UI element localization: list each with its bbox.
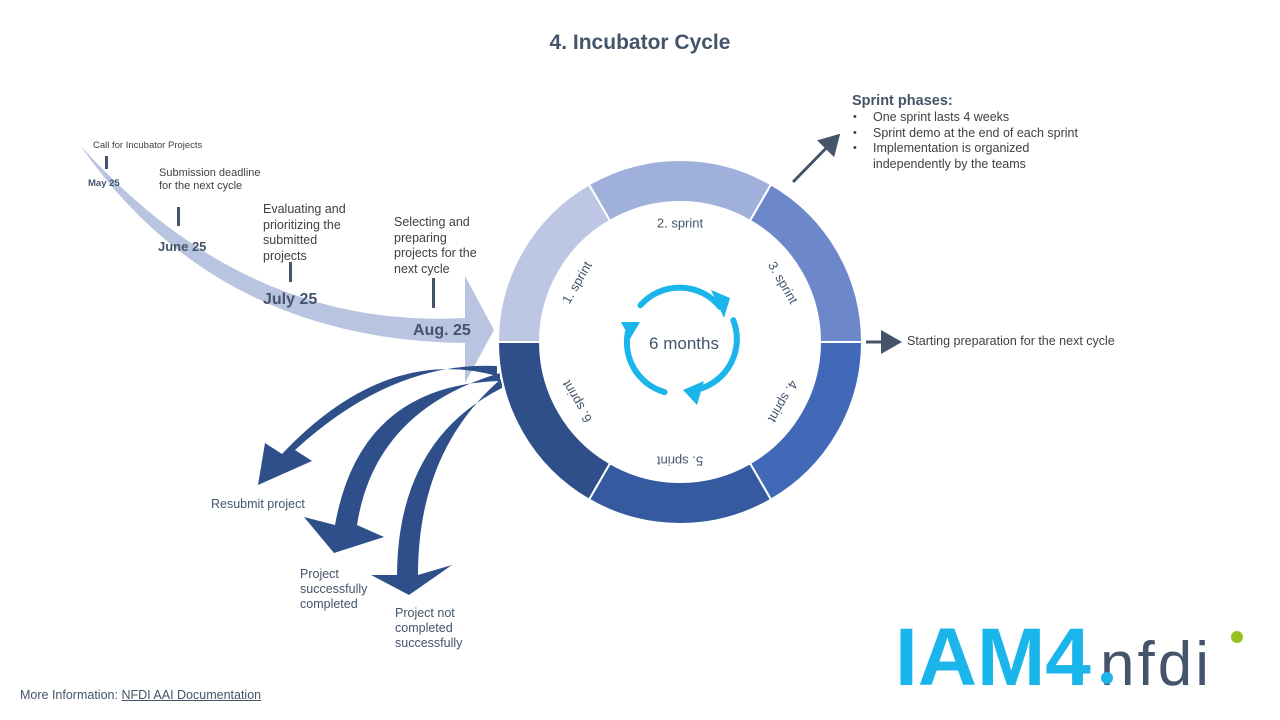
completed-arrow xyxy=(304,373,500,553)
timeline-tick xyxy=(105,156,108,169)
sprint-segment-6 xyxy=(496,341,612,501)
sprint-segment-2 xyxy=(587,159,773,223)
timeline-tick xyxy=(177,207,180,226)
footer-prefix: More Information: xyxy=(20,688,118,702)
sprint-label-3: 3. sprint xyxy=(765,259,801,307)
sprint-phases-list: One sprint lasts 4 weeks Sprint demo at … xyxy=(852,110,1152,172)
logo-text-iam4: IAM4 xyxy=(895,612,1091,692)
sprint-segment-4 xyxy=(748,341,864,501)
sprint-label-2: 2. sprint xyxy=(657,215,704,230)
timeline-date-july: July 25 xyxy=(263,291,318,308)
page-title: 4. Incubator Cycle xyxy=(549,31,731,54)
logo-text-nfdi: nfdi xyxy=(1100,630,1212,692)
timeline-tick xyxy=(289,262,292,282)
sprint-phase-item: Implementation is organized independentl… xyxy=(852,141,1053,172)
sprint-phase-item: Sprint demo at the end of each sprint xyxy=(852,126,1152,142)
center-duration-label: 6 months xyxy=(649,334,719,353)
sprint-segment-1 xyxy=(496,183,612,343)
timeline-label-evaluating: Evaluating and prioritizing the submitte… xyxy=(263,202,346,263)
refresh-cycle-icon xyxy=(621,284,740,405)
sprint-label-6: 6. sprint xyxy=(559,377,595,425)
timeline-tick xyxy=(432,278,435,308)
footer: More Information: NFDI AAI Documentation xyxy=(20,688,261,702)
documentation-link[interactable]: NFDI AAI Documentation xyxy=(121,688,262,702)
sprint-label-5: 5. sprint xyxy=(656,454,703,469)
timeline-label-selecting: Selecting and preparing projects for the… xyxy=(394,215,477,276)
iam4nfdi-logo: IAM4 nfdi xyxy=(895,612,1243,692)
timeline-arrow xyxy=(80,145,494,383)
sprint-phases-arrow xyxy=(791,133,841,184)
outcome-resubmit: Resubmit project xyxy=(211,497,305,511)
resubmit-arrow xyxy=(258,365,497,485)
timeline-label-call: Call for Incubator Projects xyxy=(93,140,203,151)
sprint-segment-5 xyxy=(587,461,773,525)
outcome-completed: Project successfully completed xyxy=(300,567,368,611)
sprint-label-4: 4. sprint xyxy=(765,378,801,426)
outcome-not-completed: Project not completed successfully xyxy=(395,606,463,650)
timeline-date-aug: Aug. 25 xyxy=(413,322,471,339)
sprint-phases-box: Sprint phases: One sprint lasts 4 weeks … xyxy=(852,93,1152,172)
sprint-segment-3 xyxy=(748,183,864,343)
not-completed-arrow xyxy=(371,378,502,595)
outcome-arrows xyxy=(258,365,502,595)
sprint-phase-item: One sprint lasts 4 weeks xyxy=(852,110,1152,126)
sprint-label-1: 1. sprint xyxy=(559,258,595,306)
timeline-date-may: May 25 xyxy=(88,178,120,189)
sprint-phases-heading: Sprint phases: xyxy=(852,93,953,109)
timeline-date-june: June 25 xyxy=(158,239,207,254)
cycle-ring xyxy=(496,159,864,525)
timeline-label-deadline: Submission deadline for the next cycle xyxy=(159,167,261,192)
logo-i-dot xyxy=(1231,631,1243,643)
next-cycle-label: Starting preparation for the next cycle xyxy=(907,334,1115,348)
logo-dot xyxy=(1101,672,1113,684)
